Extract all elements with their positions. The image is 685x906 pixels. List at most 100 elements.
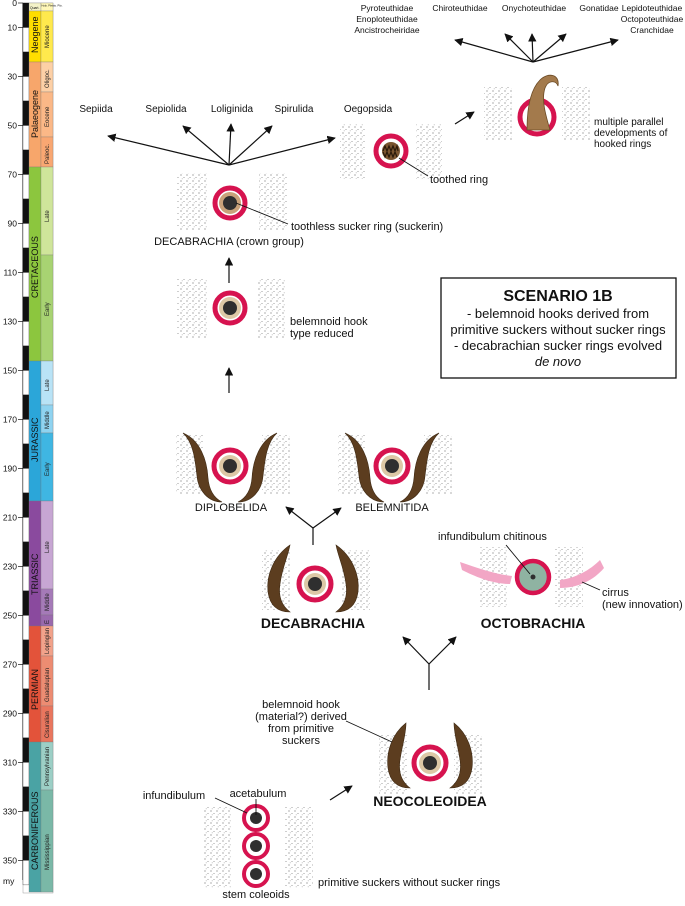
neocoleoidea-label: NEOCOLEOIDEA bbox=[373, 793, 487, 809]
toothless-ring-label: toothless sucker ring (suckerin) bbox=[291, 221, 443, 233]
timescale-band bbox=[22, 835, 30, 861]
family-enoploteuthidae: Enoploteuthidae bbox=[356, 14, 418, 24]
header-quart: Quart. bbox=[30, 6, 39, 10]
left-hook-icon bbox=[387, 722, 411, 789]
family-cranchidae: Cranchidae bbox=[630, 25, 674, 35]
octobrachia-specimen bbox=[460, 547, 604, 607]
timescale-tick-label: 230 bbox=[3, 561, 17, 571]
hook-derived-label-4: suckers bbox=[282, 735, 320, 747]
period-triassic: TRIASSIC bbox=[30, 553, 40, 595]
timescale-band bbox=[22, 492, 30, 518]
left-hook-icon bbox=[182, 432, 223, 503]
epoch-guadalupian: Guadalupian bbox=[45, 668, 51, 702]
timescale-band bbox=[22, 590, 30, 616]
timescale-band bbox=[22, 786, 30, 812]
timescale-band bbox=[22, 664, 30, 690]
timescale-band bbox=[22, 27, 30, 53]
timescale-band bbox=[22, 223, 30, 249]
timescale-band bbox=[22, 345, 30, 371]
toothed-ring-label: toothed ring bbox=[430, 174, 488, 186]
epoch-miocene: Miocene bbox=[45, 25, 51, 48]
timescale-tick-label: 110 bbox=[3, 267, 17, 277]
epoch-early-cretaceous: Early bbox=[45, 302, 51, 316]
timescale-ticks: 0103050709011013015017019021023025027029… bbox=[3, 0, 30, 886]
timescale-tick-label: 350 bbox=[3, 855, 17, 865]
hook-reduced-label-1: belemnoid hook bbox=[290, 316, 368, 328]
timescale-band bbox=[22, 566, 30, 592]
family-onychoteuthidae: Onychoteuthidae bbox=[502, 3, 567, 13]
epoch-middle-jurassic: Middle bbox=[45, 411, 51, 429]
timescale-tick-label: 310 bbox=[3, 757, 17, 767]
order-oegopsida: Oegopsida bbox=[344, 104, 393, 115]
timescale-band bbox=[22, 247, 30, 273]
timescale-band bbox=[22, 713, 30, 739]
timescale-band bbox=[22, 517, 30, 543]
right-hook-icon bbox=[449, 722, 473, 789]
decabrachia-label: DECABRACHIA bbox=[261, 615, 365, 631]
epoch-middle-triassic: Middle bbox=[45, 593, 51, 611]
epoch-early-jurassic: Early bbox=[45, 462, 51, 476]
multiple-developments-label-2: developments of bbox=[594, 128, 668, 139]
hook-reduced-label-2: type reduced bbox=[290, 328, 354, 340]
epoch-late-jurassic: Late bbox=[45, 379, 51, 391]
period-palaeogene: Palaeogene bbox=[30, 90, 40, 138]
left-hook-icon bbox=[344, 432, 385, 503]
hooked-ring-icon bbox=[526, 74, 559, 131]
toothed-ring-icon bbox=[382, 143, 399, 159]
epoch-mississippian: Mississippian bbox=[45, 834, 51, 870]
timescale-band bbox=[22, 2, 30, 28]
timescale-band bbox=[22, 541, 30, 567]
timescale-band bbox=[22, 125, 30, 151]
oegopsid-families: Pyroteuthidae Enoploteuthidae Ancistroch… bbox=[354, 3, 683, 35]
diplobelida-specimen bbox=[176, 432, 290, 503]
epoch-pennsylvanian: Pennsylvanian bbox=[45, 747, 51, 786]
timescale-band bbox=[22, 688, 30, 714]
infundibulum-chitinous-label: infundibulum chitinous bbox=[438, 531, 547, 543]
neocoleoidea-split-arrows bbox=[402, 636, 457, 690]
order-sepiida: Sepiida bbox=[79, 104, 113, 115]
period-cretaceous: CRETACEOUS bbox=[30, 236, 40, 298]
timescale-band bbox=[22, 370, 30, 396]
right-hook-icon bbox=[237, 432, 278, 503]
decabrachia-split-arrows bbox=[285, 506, 342, 545]
stem-coleoids-label: stem coleoids bbox=[222, 889, 290, 901]
order-spirulida: Spirulida bbox=[275, 104, 314, 115]
timescale-tick-label: 150 bbox=[3, 365, 17, 375]
belemnitida-label: BELEMNITIDA bbox=[355, 502, 429, 514]
hooked-ring-specimen bbox=[484, 74, 590, 141]
epoch-late-triassic: Late bbox=[45, 541, 51, 553]
right-hook-icon bbox=[399, 432, 440, 503]
family-ancistrocheiridae: Ancistrocheiridae bbox=[354, 25, 419, 35]
acetabulum-label: acetabulum bbox=[230, 788, 287, 800]
stem-coleoid-specimen bbox=[203, 804, 313, 888]
period-carboniferous: CARBONIFEROUS bbox=[30, 791, 40, 870]
timescale-tick-label: 0 bbox=[12, 0, 17, 8]
hook-derived-label-2: (material?) derived bbox=[255, 711, 347, 723]
crown-group-specimen bbox=[177, 173, 287, 231]
primitive-suckers-label: primitive suckers without sucker rings bbox=[318, 877, 501, 889]
epoch-late-cretaceous: Late bbox=[45, 210, 51, 222]
timescale-unit: my bbox=[3, 876, 15, 886]
decabrachia-radiation-arrows bbox=[107, 123, 336, 166]
multiple-developments-label-3: hooked rings bbox=[594, 139, 651, 150]
epoch-early-triassic: E bbox=[45, 620, 51, 624]
timescale-band bbox=[22, 443, 30, 469]
scenario-line-3: - decabrachian sucker rings evolved bbox=[454, 338, 662, 353]
hook-derived-label-3: from primitive bbox=[268, 723, 334, 735]
timescale-band bbox=[22, 272, 30, 298]
order-loliginida: Loliginida bbox=[211, 104, 254, 115]
timescale-band bbox=[22, 100, 30, 126]
timescale-band bbox=[22, 419, 30, 445]
family-chiroteuthidae: Chiroteuthidae bbox=[432, 3, 488, 13]
order-sepiolida: Sepiolida bbox=[145, 104, 187, 115]
scenario-title: SCENARIO 1B bbox=[503, 288, 612, 305]
infundibulum-label: infundibulum bbox=[143, 790, 205, 802]
timescale-tick-label: 70 bbox=[8, 169, 18, 179]
timescale-tick-label: 250 bbox=[3, 610, 17, 620]
epoch-eocene: Eocene bbox=[45, 106, 51, 127]
right-hook-icon bbox=[335, 544, 359, 613]
timescale-band bbox=[22, 174, 30, 200]
scenario-line-1: - belemnoid hooks derived from bbox=[467, 306, 649, 321]
timescale-tick-label: 290 bbox=[3, 708, 17, 718]
